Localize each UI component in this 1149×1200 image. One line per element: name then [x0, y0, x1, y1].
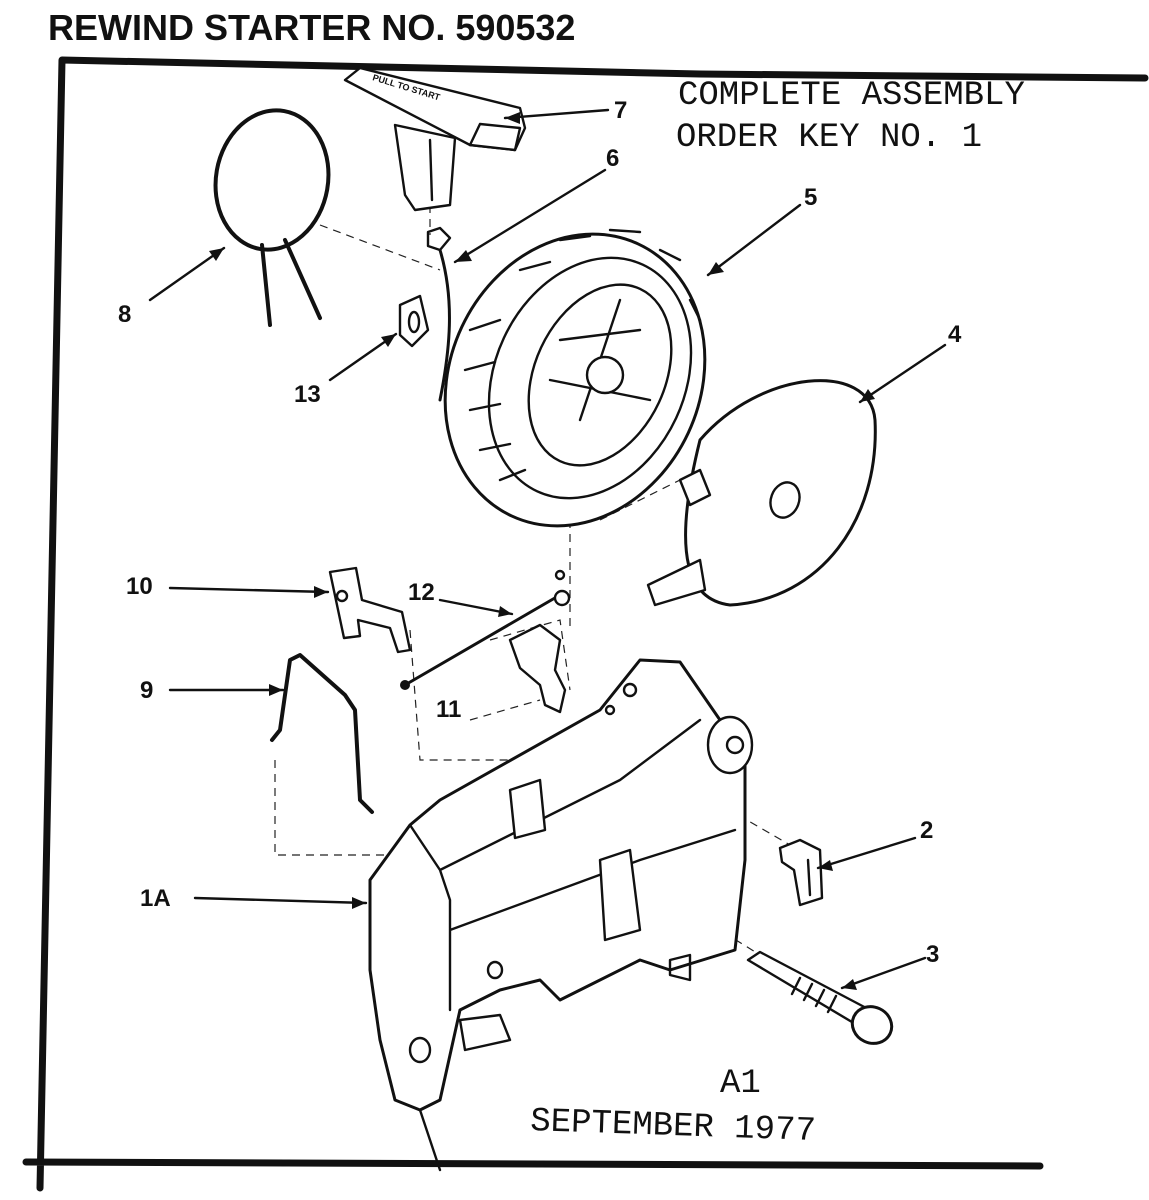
pawl-plate — [328, 566, 412, 654]
callout-9: 9 — [140, 677, 153, 704]
callout-12: 12 — [408, 579, 435, 606]
callout-10: 10 — [126, 573, 153, 600]
retainer-clip — [778, 838, 824, 907]
brake-shoe — [508, 623, 567, 714]
cover-plate — [646, 379, 877, 607]
starter-rope — [426, 226, 452, 402]
diagram-code: A1 — [720, 1065, 761, 1103]
callout-5: 5 — [804, 184, 817, 211]
pulley-reel — [443, 228, 707, 528]
diagram-title: REWIND STARTER NO. 590532 — [48, 7, 575, 48]
callout-4: 4 — [948, 321, 962, 348]
callout-6: 6 — [606, 145, 619, 172]
callout-3: 3 — [926, 941, 939, 968]
leader-lines — [148, 108, 947, 990]
callout-2: 2 — [920, 817, 933, 844]
frame-border — [22, 56, 1149, 1192]
callout-11: 11 — [436, 696, 461, 723]
callout-1A: 1A — [140, 885, 171, 912]
washer — [398, 294, 430, 348]
pivot-pin — [400, 569, 571, 690]
callout-13: 13 — [294, 381, 321, 408]
diagram-date: SEPTEMBER 1977 — [530, 1103, 817, 1151]
housing-bracket — [368, 658, 754, 1172]
wire-spring — [270, 653, 374, 814]
callout-8: 8 — [118, 301, 131, 328]
note-line-1: COMPLETE ASSEMBLY — [678, 77, 1025, 115]
callout-7: 7 — [614, 97, 627, 124]
shoulder-bolt — [746, 950, 894, 1045]
note-line-2: ORDER KEY NO. 1 — [676, 119, 982, 157]
spring-clip — [213, 108, 331, 327]
starter-handle: PULL TO START — [343, 66, 527, 212]
